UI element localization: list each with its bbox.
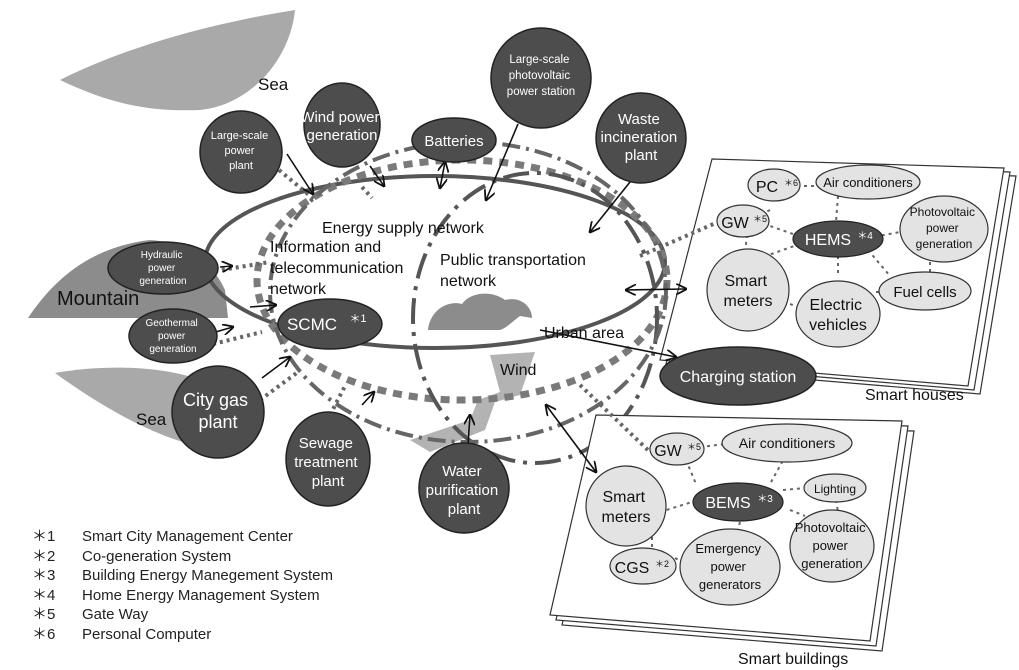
svg-text:GW: GW bbox=[654, 443, 682, 460]
smart-buildings-emergency-generators: Emergency power generators bbox=[679, 528, 781, 606]
node-city-gas-plant: City gas plant bbox=[171, 365, 265, 459]
smart-buildings-bems: BEMS ＊3 bbox=[692, 482, 784, 522]
smart-buildings-lighting: Lighting bbox=[803, 473, 867, 503]
svg-text:＊6: ＊6 bbox=[784, 178, 798, 188]
energy-supply-network-label: Energy supply network bbox=[322, 220, 485, 237]
smart-houses-pc: PC ＊6 bbox=[747, 168, 801, 202]
svg-text:Geothermal power g: Geothermal power generation bbox=[145, 318, 200, 355]
node-sewage-treatment-plant: Sewage treatment plant bbox=[285, 411, 371, 507]
svg-text:Wind power generation: Wind power generation bbox=[300, 109, 383, 144]
svg-text:＊4: ＊4 bbox=[857, 231, 873, 242]
node-water-purification-plant: Water purification plant bbox=[418, 442, 510, 534]
mountain-label: Mountain bbox=[57, 288, 139, 310]
svg-text:PC: PC bbox=[756, 179, 778, 196]
smart-buildings-cgs: CGS ＊2 bbox=[609, 547, 677, 585]
smart-buildings-photovoltaic: Photovoltaic power generation bbox=[789, 509, 875, 583]
svg-text:＊3: ＊3 bbox=[757, 494, 773, 505]
urban-area-label: Urban area bbox=[544, 325, 624, 342]
sea-bottom-label: Sea bbox=[136, 410, 167, 429]
node-hydraulic-power-generation: Hydraulic power generation bbox=[107, 241, 219, 295]
node-charging-station: Charging station bbox=[659, 346, 817, 406]
svg-text:＊5: ＊5 bbox=[687, 442, 701, 452]
svg-text:＊2: ＊2 bbox=[655, 559, 669, 569]
svg-text:Charging station: Charging station bbox=[680, 369, 797, 386]
svg-text:Hydraulic power ge: Hydraulic power generation bbox=[139, 250, 186, 287]
wind-label: Wind bbox=[500, 362, 536, 379]
urban-mountain-icon bbox=[428, 293, 532, 330]
smart-houses-air-conditioners: Air conditioners bbox=[815, 164, 921, 200]
svg-text:Waste incineration: Waste incineration plant bbox=[601, 111, 682, 164]
smart-houses-photovoltaic: Photovoltaic power generation bbox=[899, 195, 989, 263]
smart-buildings-smart-meters: Smart meters bbox=[585, 465, 667, 547]
svg-text:＊5: ＊5 bbox=[753, 214, 767, 224]
public-transport-network-label: Public transportation network bbox=[440, 252, 590, 290]
wind-arrow bbox=[410, 352, 535, 452]
smart-buildings-caption: Smart buildings bbox=[738, 651, 848, 668]
smart-houses-fuel-cells: Fuel cells bbox=[878, 271, 972, 311]
svg-text:Smart meters: Smart meters bbox=[724, 273, 773, 310]
svg-text:Water purification: Water purification plant bbox=[426, 463, 503, 518]
svg-text:Air conditioners: Air conditioners bbox=[823, 175, 913, 190]
smart-buildings-air-conditioners: Air conditioners bbox=[721, 423, 853, 463]
svg-text:Large-scale power: Large-scale power plant bbox=[211, 130, 272, 172]
outer-dashed-ring bbox=[268, 140, 668, 444]
svg-text:Lighting: Lighting bbox=[814, 482, 856, 496]
svg-text:HEMS: HEMS bbox=[805, 232, 851, 249]
sea-top-label: Sea bbox=[258, 75, 289, 94]
smart-houses-gw: GW ＊5 bbox=[716, 204, 770, 238]
svg-text:Electric vehicles: Electric vehicles bbox=[809, 297, 867, 334]
sea-top-region bbox=[60, 10, 295, 111]
smart-houses-smart-meters: Smart meters bbox=[706, 248, 790, 332]
svg-text:Emergency power ge: Emergency power generators bbox=[695, 541, 764, 592]
node-geothermal-power-generation: Geothermal power generation bbox=[128, 308, 218, 364]
transport-ring bbox=[411, 171, 659, 465]
node-wind-power-generation: Wind power generation bbox=[300, 82, 383, 168]
svg-text:Photovoltaic power: Photovoltaic power generation bbox=[910, 205, 979, 251]
flow-arrows bbox=[211, 123, 686, 472]
smart-buildings-gw: GW ＊5 bbox=[649, 432, 705, 466]
svg-text:CGS: CGS bbox=[615, 560, 650, 577]
svg-text:Batteries: Batteries bbox=[424, 133, 483, 150]
smart-houses-hems: HEMS ＊4 bbox=[792, 220, 884, 258]
svg-text:Large-scale photovoltaic: Large-scale photovoltaic power station bbox=[507, 54, 575, 98]
node-large-scale-photovoltaic: Large-scale photovoltaic power station bbox=[490, 27, 592, 129]
svg-text:Fuel cells: Fuel cells bbox=[893, 284, 956, 301]
energy-supply-ring bbox=[253, 156, 671, 404]
svg-text:SCMC: SCMC bbox=[287, 315, 337, 334]
svg-text:GW: GW bbox=[721, 215, 749, 232]
node-waste-incineration-plant: Waste incineration plant bbox=[595, 92, 687, 184]
svg-text:City gas plant: City gas plant bbox=[183, 390, 253, 432]
svg-text:Photovoltaic power: Photovoltaic power generation bbox=[795, 520, 869, 571]
smart-houses-caption: Smart houses bbox=[865, 387, 964, 404]
smart-houses-electric-vehicles: Electric vehicles bbox=[795, 280, 881, 348]
node-large-scale-power-plant: Large-scale power plant bbox=[199, 110, 283, 194]
info-telecom-network-label: Information and telecommunication networ… bbox=[270, 239, 408, 298]
svg-text:BEMS: BEMS bbox=[705, 495, 750, 512]
svg-text:Air conditioners: Air conditioners bbox=[739, 435, 836, 451]
node-scmc: SCMC ＊1 bbox=[277, 298, 383, 350]
svg-text:＊1: ＊1 bbox=[349, 313, 366, 325]
svg-text:Sewage treatment p: Sewage treatment plant bbox=[294, 435, 362, 490]
svg-text:Smart meters: Smart meters bbox=[602, 489, 651, 526]
node-batteries: Batteries bbox=[411, 117, 497, 163]
